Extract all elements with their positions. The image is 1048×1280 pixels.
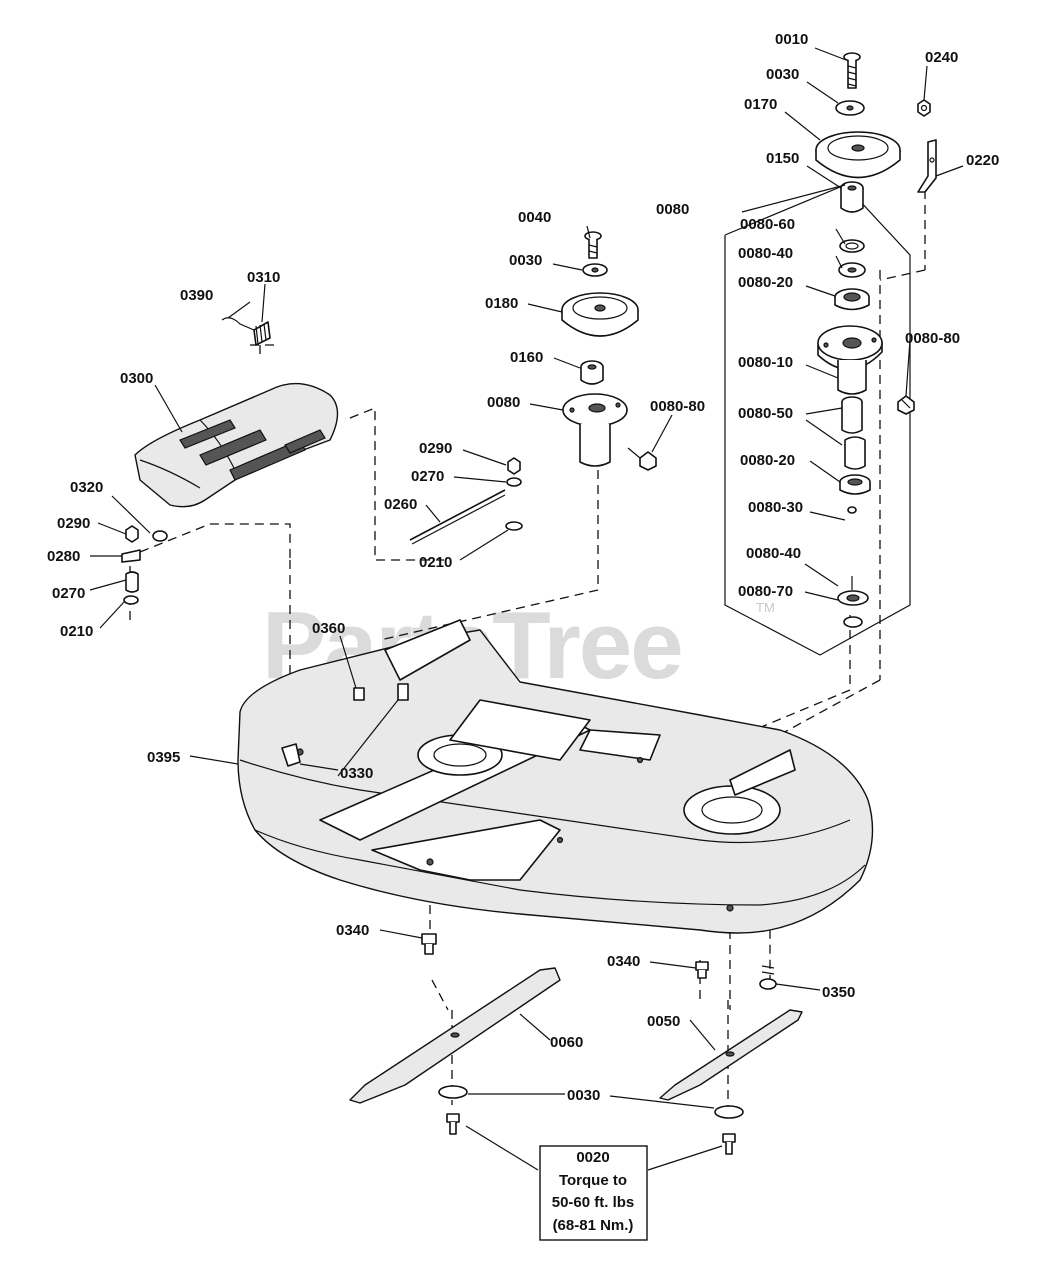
- spindle-mount-icon: [683, 785, 781, 835]
- bolt-icon: [695, 961, 709, 979]
- spacer-icon: [580, 360, 604, 385]
- bolt-icon: [843, 52, 861, 89]
- bumper-icon: [281, 743, 301, 767]
- right-spindle-stack: [815, 52, 937, 628]
- label-0170: 0170: [744, 96, 777, 113]
- label-0080-10: 0080-10: [738, 354, 793, 371]
- label-0080-70: 0080-70: [738, 583, 793, 600]
- washer-icon: [438, 1085, 468, 1099]
- label-0280: 0280: [47, 548, 80, 565]
- label-0290: 0290: [419, 440, 452, 457]
- spindle-housing-icon: [562, 393, 628, 467]
- bracket-icon: [917, 139, 937, 193]
- pulley-icon: [561, 292, 639, 337]
- label-0270: 0270: [411, 468, 444, 485]
- label-0220: 0220: [966, 152, 999, 169]
- spacer-icon: [840, 181, 864, 213]
- label-0210: 0210: [60, 623, 93, 640]
- label-0340: 0340: [336, 922, 369, 939]
- pin-icon: [221, 317, 255, 331]
- label-0320: 0320: [70, 479, 103, 496]
- label-0080-20: 0080-20: [740, 452, 795, 469]
- label-0080-80: 0080-80: [650, 398, 705, 415]
- label-0210: 0210: [419, 554, 452, 571]
- note-line-4: (68-81 Nm.): [553, 1217, 634, 1234]
- label-0260: 0260: [384, 496, 417, 513]
- grease-fitting-icon: [627, 447, 657, 471]
- grease-fitting-icon: [897, 395, 915, 415]
- label-0300: 0300: [120, 370, 153, 387]
- label-0030: 0030: [509, 252, 542, 269]
- washer-icon: [714, 1105, 744, 1119]
- label-0160: 0160: [510, 349, 543, 366]
- label-0080-80: 0080-80: [905, 330, 960, 347]
- label-0080: 0080: [656, 201, 689, 218]
- label-0350: 0350: [822, 984, 855, 1001]
- label-0040: 0040: [518, 209, 551, 226]
- label-0080: 0080: [487, 394, 520, 411]
- label-0330: 0330: [340, 765, 373, 782]
- label-0060: 0060: [550, 1034, 583, 1051]
- nut-icon: [125, 525, 139, 543]
- nut-icon: [507, 457, 521, 475]
- bearing-icon: [839, 474, 871, 495]
- label-0080-40: 0080-40: [738, 245, 793, 262]
- label-0050: 0050: [647, 1013, 680, 1030]
- note-line-1: 0020: [576, 1149, 609, 1166]
- bolt-icon: [446, 1113, 460, 1135]
- spacer-icon: [841, 396, 863, 434]
- rod-icon: [409, 489, 506, 541]
- bolt-icon: [722, 1133, 736, 1155]
- grass-chute: [121, 317, 523, 605]
- torque-note: 0020 Torque to 50-60 ft. lbs (68-81 Nm.): [539, 1145, 648, 1241]
- pulley-icon: [815, 131, 901, 179]
- label-0080-20: 0080-20: [738, 274, 793, 291]
- bearing-icon: [834, 288, 870, 311]
- bolt-icon: [421, 933, 437, 955]
- label-0080-60: 0080-60: [740, 216, 795, 233]
- nut-icon: [917, 99, 931, 117]
- label-0395: 0395: [147, 749, 180, 766]
- label-0150: 0150: [766, 150, 799, 167]
- mower-deck: [237, 619, 874, 934]
- watermark-tm: TM: [756, 600, 775, 615]
- label-0080-50: 0080-50: [738, 405, 793, 422]
- label-0360: 0360: [312, 620, 345, 637]
- label-0240: 0240: [925, 49, 958, 66]
- label-0270: 0270: [52, 585, 85, 602]
- part-labels: 0010 0240 0030 0170 0150 0220 0080 0040 …: [47, 31, 999, 1104]
- left-spindle-stack: [561, 231, 657, 471]
- note-line-2: Torque to: [559, 1172, 627, 1189]
- label-0340: 0340: [607, 953, 640, 970]
- label-0290: 0290: [57, 515, 90, 532]
- blades: [349, 933, 803, 1155]
- spring-icon: [253, 321, 271, 346]
- spindle-housing-icon: [817, 325, 883, 395]
- label-0080-30: 0080-30: [748, 499, 803, 516]
- label-0080-40: 0080-40: [746, 545, 801, 562]
- note-line-3: 50-60 ft. lbs: [552, 1194, 635, 1211]
- label-0390: 0390: [180, 287, 213, 304]
- bolt-icon: [584, 231, 602, 259]
- label-0030: 0030: [567, 1087, 600, 1104]
- label-0010: 0010: [775, 31, 808, 48]
- bracket-icon: [384, 619, 471, 681]
- label-0310: 0310: [247, 269, 280, 286]
- label-0180: 0180: [485, 295, 518, 312]
- bolt-icon: [353, 687, 365, 701]
- label-0030: 0030: [766, 66, 799, 83]
- leader-lines: [89, 47, 964, 1171]
- spacer-icon: [759, 978, 777, 990]
- seal-icon: [839, 239, 865, 253]
